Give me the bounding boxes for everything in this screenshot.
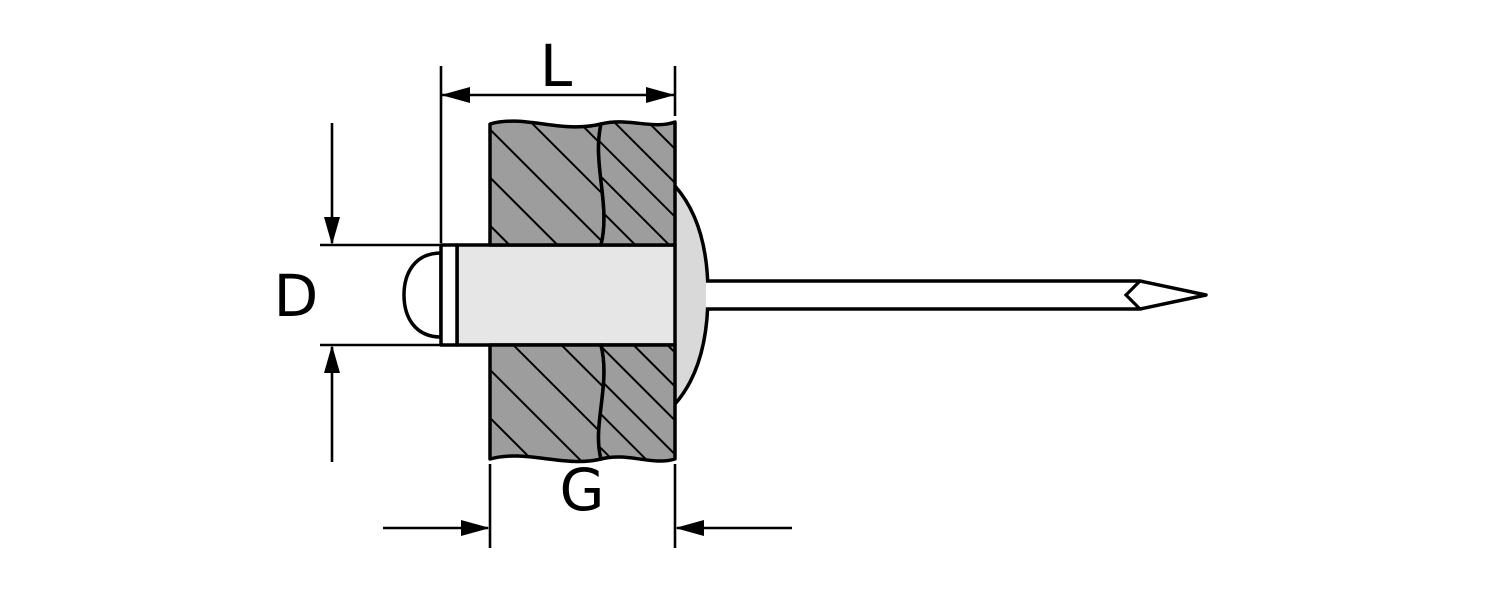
dimension-length: L <box>439 32 677 243</box>
grip-label: G <box>560 456 605 524</box>
diameter-arrowhead-down-icon <box>324 217 340 245</box>
diameter-arrowhead-up-icon <box>324 345 340 373</box>
rivet-body <box>455 243 677 347</box>
dimension-diameter: D <box>274 123 441 462</box>
plate-lower-left-hatching <box>490 345 604 462</box>
rivet-set-head-bulge <box>673 184 710 406</box>
mandrel-break-notch-icon <box>1123 279 1142 311</box>
rivet-dome-head <box>402 251 443 339</box>
length-arrowhead-left-icon <box>441 87 470 103</box>
plate-lower-right-hatching <box>598 345 675 462</box>
diameter-label: D <box>274 262 319 330</box>
rivet-head-flange <box>439 243 459 347</box>
rivet <box>402 184 1208 406</box>
mandrel-stem <box>706 279 1208 311</box>
length-arrowhead-right-icon <box>646 87 675 103</box>
plate-upper-right-hatching <box>598 121 675 245</box>
length-label: L <box>540 32 572 100</box>
dimension-grip: G <box>383 456 792 548</box>
plate-upper-left-hatching <box>490 121 604 245</box>
grip-arrowhead-left-icon <box>675 520 704 536</box>
grip-arrowhead-right-icon <box>461 520 490 536</box>
